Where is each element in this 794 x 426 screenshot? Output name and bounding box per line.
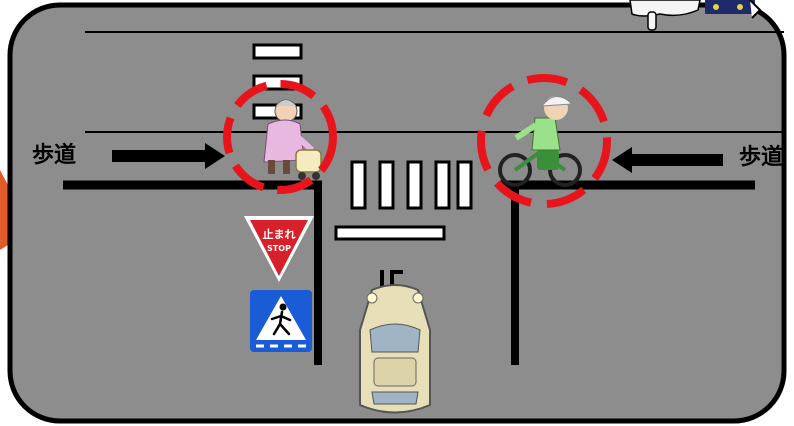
sidewalk-label-right: 歩道: [739, 147, 783, 169]
crosswalk-stripe: [408, 162, 421, 208]
sidewalk-label-left: 歩道: [32, 145, 76, 167]
crosswalk-stripe: [458, 162, 471, 208]
stop-sign-text-top: 止まれ: [263, 227, 296, 241]
crosswalk-stripe: [254, 45, 301, 58]
left-tab: [0, 170, 8, 250]
crosswalk-stripe: [380, 162, 393, 208]
stop-sign-text-bottom: STOP: [267, 244, 291, 253]
crosswalk-stripe: [436, 162, 449, 208]
pedestrian-crossing-sign-icon: [250, 290, 312, 352]
stop-line: [336, 227, 444, 239]
car-top-view-icon: [360, 285, 430, 413]
crosswalk-stripe: [352, 162, 365, 208]
